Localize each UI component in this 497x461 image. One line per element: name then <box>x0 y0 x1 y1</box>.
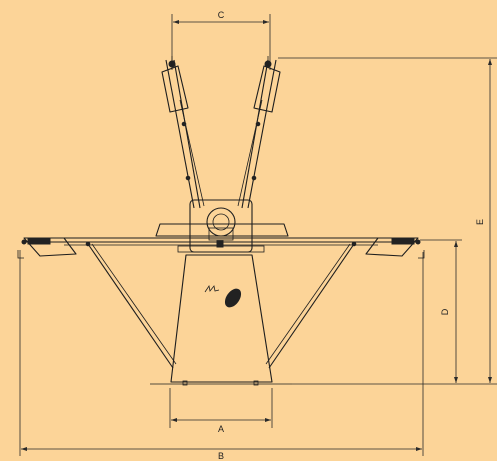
housing-shelf <box>155 223 289 237</box>
dimension-c: C <box>171 10 271 70</box>
left-table-end <box>23 237 77 257</box>
dimension-b-label: B <box>218 451 224 461</box>
dimension-d: D <box>420 239 462 383</box>
right-folded-table <box>237 56 281 209</box>
right-roller-icon <box>391 237 415 245</box>
support-braces <box>85 241 357 369</box>
left-handle <box>17 250 24 259</box>
right-handle <box>418 250 425 259</box>
dimension-c-label: C <box>218 10 225 20</box>
roller-housing <box>155 199 289 253</box>
dimension-a: A <box>169 388 273 434</box>
stand-foot-left <box>182 380 188 386</box>
brand-logo-icon <box>204 284 242 308</box>
dimension-e: E <box>278 57 497 385</box>
machine-stand <box>170 254 273 386</box>
roller-wheel <box>206 207 236 237</box>
adjust-knob-icon <box>216 240 224 248</box>
dimension-e-label: E <box>475 219 485 225</box>
left-folded-bracket <box>161 65 189 113</box>
left-roller-icon <box>27 237 51 245</box>
right-folded-bracket <box>253 65 281 113</box>
stand-foot-right <box>253 380 259 386</box>
dimension-b: B <box>19 250 424 461</box>
dimension-a-label: A <box>218 424 224 434</box>
left-folded-table <box>161 56 205 209</box>
right-table-end <box>365 237 419 257</box>
dimension-d-label: D <box>440 308 450 315</box>
